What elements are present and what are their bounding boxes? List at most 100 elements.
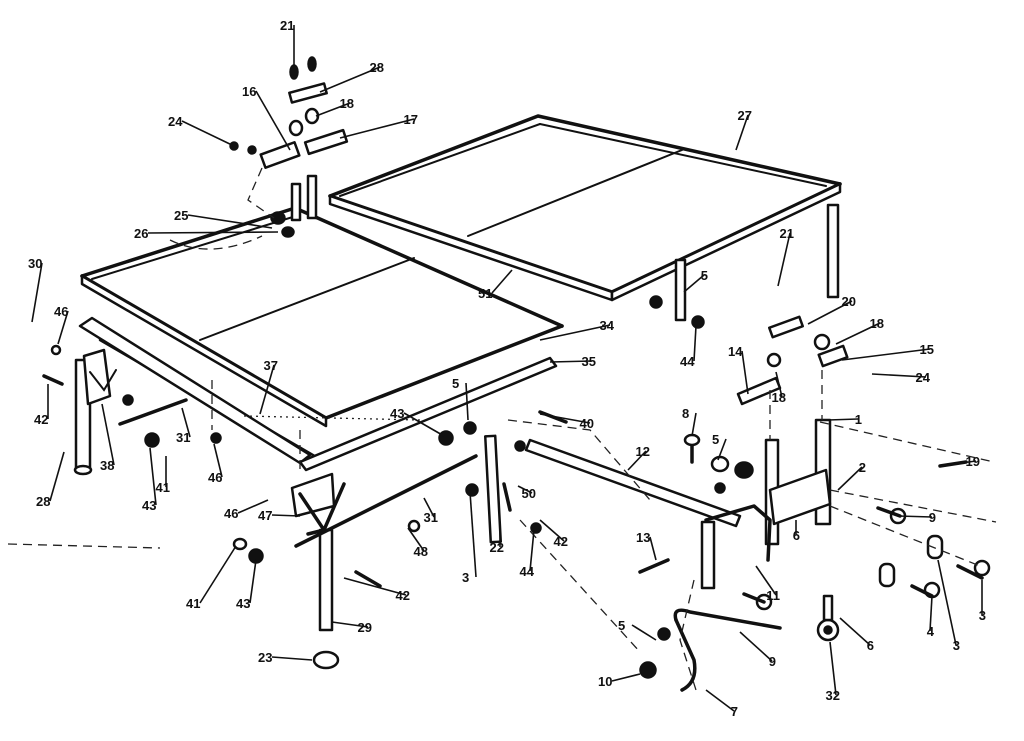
part-callout-label: 47 xyxy=(258,508,272,523)
callout-leader xyxy=(937,559,957,646)
callout-leader xyxy=(739,631,773,662)
callout-leader xyxy=(491,269,513,294)
callouts: 2128161817242526275130464237343554043313… xyxy=(28,18,986,719)
part-callout-label: 23 xyxy=(258,650,272,665)
part-callout-label: 43 xyxy=(236,596,250,611)
callout-leader xyxy=(199,545,237,604)
part-callout-label: 40 xyxy=(580,416,594,431)
callout-leader xyxy=(829,641,837,696)
part-callout-label: 27 xyxy=(738,108,752,123)
part-callout-label: 48 xyxy=(414,544,428,559)
callout-leader xyxy=(627,450,647,471)
part-callout-label: 18 xyxy=(772,390,786,405)
callout-leader xyxy=(49,451,65,502)
callout-leader xyxy=(777,232,791,287)
callout-leader xyxy=(465,382,469,421)
part-callout-label: 30 xyxy=(28,256,42,271)
assembly-guide-lines xyxy=(7,235,997,691)
callout-leader xyxy=(331,621,369,628)
callout-leader xyxy=(403,412,445,437)
callout-leader xyxy=(149,447,157,506)
part-callout-label: 25 xyxy=(174,208,188,223)
part-callout-label: 42 xyxy=(34,412,48,427)
callout-leader xyxy=(181,407,191,438)
callout-leader xyxy=(807,300,853,325)
part-callout-label: 31 xyxy=(176,430,190,445)
callout-leader xyxy=(213,443,223,478)
callout-leader xyxy=(683,274,705,293)
part-callout-label: 46 xyxy=(54,304,68,319)
part-callout-label: 7 xyxy=(731,704,738,719)
part-callout-label: 24 xyxy=(916,370,931,385)
part-callout-label: 43 xyxy=(390,406,404,421)
part-callout-label: 34 xyxy=(600,318,615,333)
part-callout-label: 51 xyxy=(478,286,492,301)
part-callout-label: 46 xyxy=(208,470,222,485)
callout-leader xyxy=(827,418,859,421)
callout-leader xyxy=(735,114,749,151)
callout-leader xyxy=(181,120,235,147)
callout-leader xyxy=(271,656,313,661)
part-callout-label: 6 xyxy=(793,528,800,543)
callout-leader xyxy=(339,118,415,139)
part-callout-label: 43 xyxy=(142,498,156,513)
callout-leader xyxy=(741,350,749,395)
part-callout-label: 11 xyxy=(766,588,780,603)
part-callout-label: 16 xyxy=(242,84,256,99)
part-callout-label: 9 xyxy=(769,654,776,669)
part-callout-label: 21 xyxy=(780,226,794,241)
callout-leader xyxy=(271,514,301,517)
part-callout-label: 50 xyxy=(522,486,536,501)
callout-leader xyxy=(929,595,933,632)
callout-leader xyxy=(319,66,381,93)
part-callout-label: 44 xyxy=(680,354,695,369)
callout-leader xyxy=(717,438,727,461)
part-callout-label: 38 xyxy=(100,458,114,473)
callout-leader xyxy=(775,371,783,398)
callout-leader xyxy=(259,364,275,415)
part-callout-label: 22 xyxy=(490,540,504,555)
callout-leader xyxy=(835,322,881,345)
part-callout-label: 37 xyxy=(264,358,278,373)
part-callout-label: 29 xyxy=(358,620,372,635)
callout-leader xyxy=(249,559,257,604)
part-callout-label: 3 xyxy=(953,638,960,653)
part-callout-label: 1 xyxy=(855,412,862,427)
part-callout-label: 32 xyxy=(826,688,840,703)
part-callout-label: 19 xyxy=(966,454,980,469)
callout-leader xyxy=(343,577,407,596)
callout-leader xyxy=(529,529,535,572)
part-callout-label: 18 xyxy=(340,96,354,111)
callout-leader xyxy=(705,689,735,712)
callout-leader xyxy=(837,466,863,491)
part-callout-label: 8 xyxy=(682,406,689,421)
callout-leader xyxy=(539,324,611,341)
callout-leader xyxy=(237,499,269,514)
callout-leader xyxy=(31,262,43,323)
part-callout-label: 42 xyxy=(396,588,410,603)
part-callout-label: 20 xyxy=(842,294,856,309)
part-callout-label: 44 xyxy=(520,564,535,579)
part-callout-label: 26 xyxy=(134,226,148,241)
part-callout-label: 28 xyxy=(370,60,384,75)
callout-leader xyxy=(693,325,697,362)
callout-leader xyxy=(897,515,933,518)
right-table-leg xyxy=(826,203,840,299)
part-callout-label: 15 xyxy=(920,342,934,357)
part-callout-label: 5 xyxy=(701,268,708,283)
callout-leader xyxy=(407,527,425,552)
right-table-half xyxy=(328,114,842,322)
callout-leader xyxy=(871,373,927,378)
part-callout-label: 3 xyxy=(979,608,986,623)
part-callout-label: 46 xyxy=(224,506,238,521)
callout-leader xyxy=(631,624,657,641)
callout-leader xyxy=(691,412,697,437)
part-callout-label: 13 xyxy=(636,530,650,545)
callout-leader xyxy=(469,491,477,578)
callout-leader xyxy=(539,519,565,542)
left-table-half xyxy=(73,206,564,632)
part-callout-label: 6 xyxy=(867,638,874,653)
part-callout-label: 31 xyxy=(424,510,438,525)
callout-leader xyxy=(255,90,291,151)
callout-leader xyxy=(517,485,533,494)
